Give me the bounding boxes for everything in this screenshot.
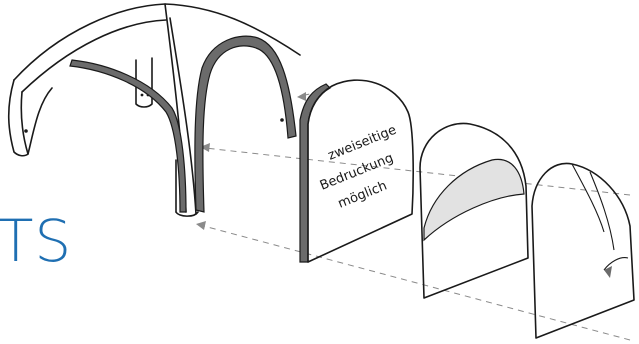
guide-lines <box>196 92 630 340</box>
printed-wall-panel: zweiseitige Bedruckung möglich <box>300 80 413 262</box>
guide-line-bottom <box>200 225 630 340</box>
arrow-panel <box>297 92 306 101</box>
arrow-bottom <box>196 221 206 230</box>
tent-frame <box>9 4 300 216</box>
window-panel <box>420 123 528 298</box>
guide-line-top <box>205 148 630 195</box>
